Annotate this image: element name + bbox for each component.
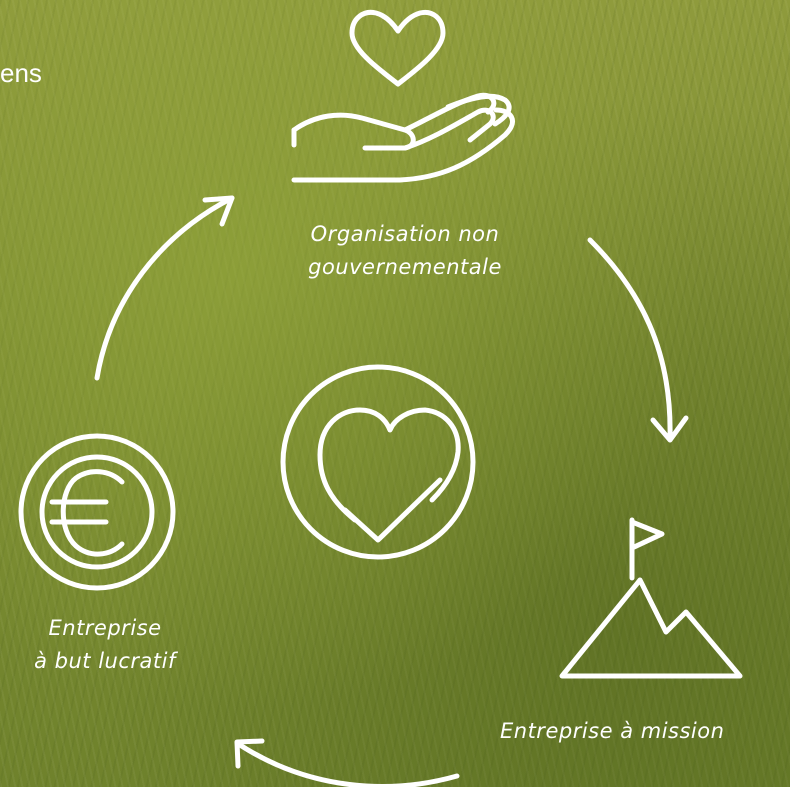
arrow-ngo-to-mission [587,237,673,441]
arrow-profit-to-ngo [94,195,235,381]
arrow-mission-to-profit [237,742,460,787]
profit-caption: Entreprise à but lucratif [0,612,210,678]
ngo-caption-line2: gouvernementale [308,255,502,279]
ngo-caption: Organisation non gouvernementale [270,218,540,284]
euro-coin-icon [18,433,176,591]
profit-caption-line1: Entreprise [48,616,162,640]
profit-caption-line2: à but lucratif [34,649,176,673]
heart-check-icon [280,364,476,560]
hand-heart-icon [291,9,515,183]
corner-partial-text: ens [0,58,42,88]
mission-caption: Entreprise à mission [500,719,725,743]
mountain-flag-icon [559,517,743,679]
ngo-caption-line1: Organisation non [310,222,500,246]
